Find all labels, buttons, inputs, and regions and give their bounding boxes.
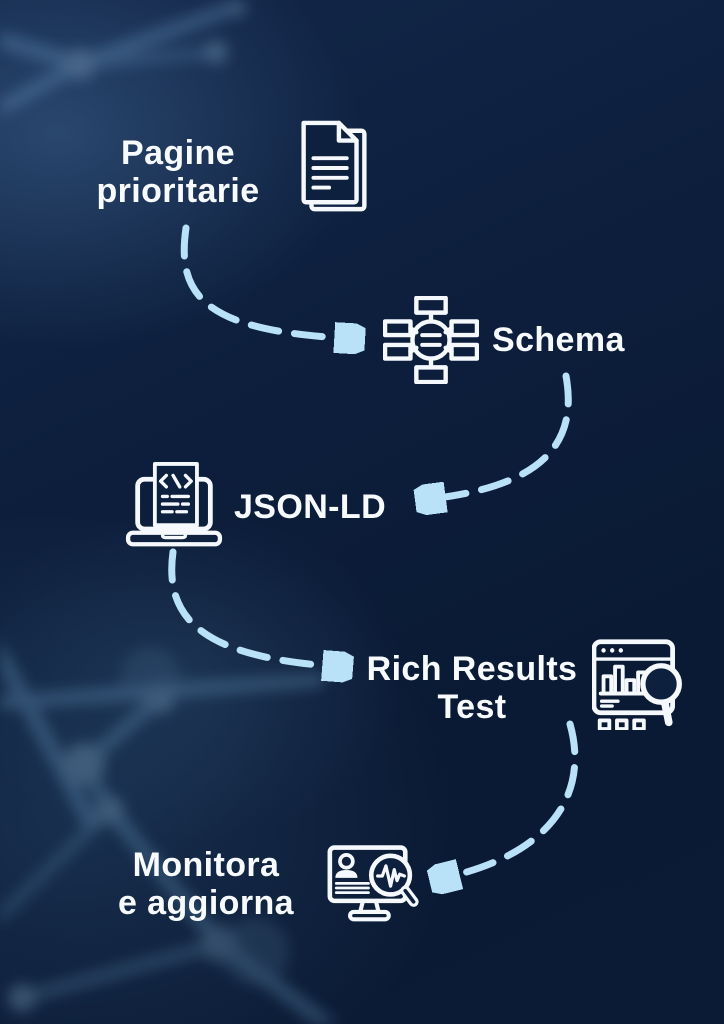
monitor-user-magnifier-icon: [327, 845, 419, 922]
stacked-documents-icon: [301, 120, 367, 212]
user-glyph: [335, 853, 358, 878]
arrow-step2-to-step3: [438, 372, 572, 498]
arrow-step1-to-step2: [180, 224, 342, 338]
network-cluster-top-left: [0, 0, 247, 117]
magnifier-pulse-glyph: [368, 853, 419, 907]
step-5-label: Monitora e aggiorna: [118, 846, 294, 923]
arrow-step4-to-step5: [452, 720, 579, 876]
step-3-label: JSON-LD: [234, 488, 387, 526]
laptop-code-icon: [125, 462, 223, 547]
arrow-step3-to-step4: [168, 548, 330, 666]
flowchart-icon: [383, 296, 479, 384]
network-cluster-bottom-left: [0, 637, 340, 1024]
step-4-label: Rich Results Test: [366, 650, 578, 727]
browser-analytics-magnifier-icon: [592, 639, 682, 730]
step-1-label: Pagine prioritarie: [96, 134, 260, 211]
magnifier-glyph: [640, 663, 682, 727]
bar-chart-glyph: [598, 664, 654, 696]
step-2-label: Schema: [492, 321, 625, 359]
